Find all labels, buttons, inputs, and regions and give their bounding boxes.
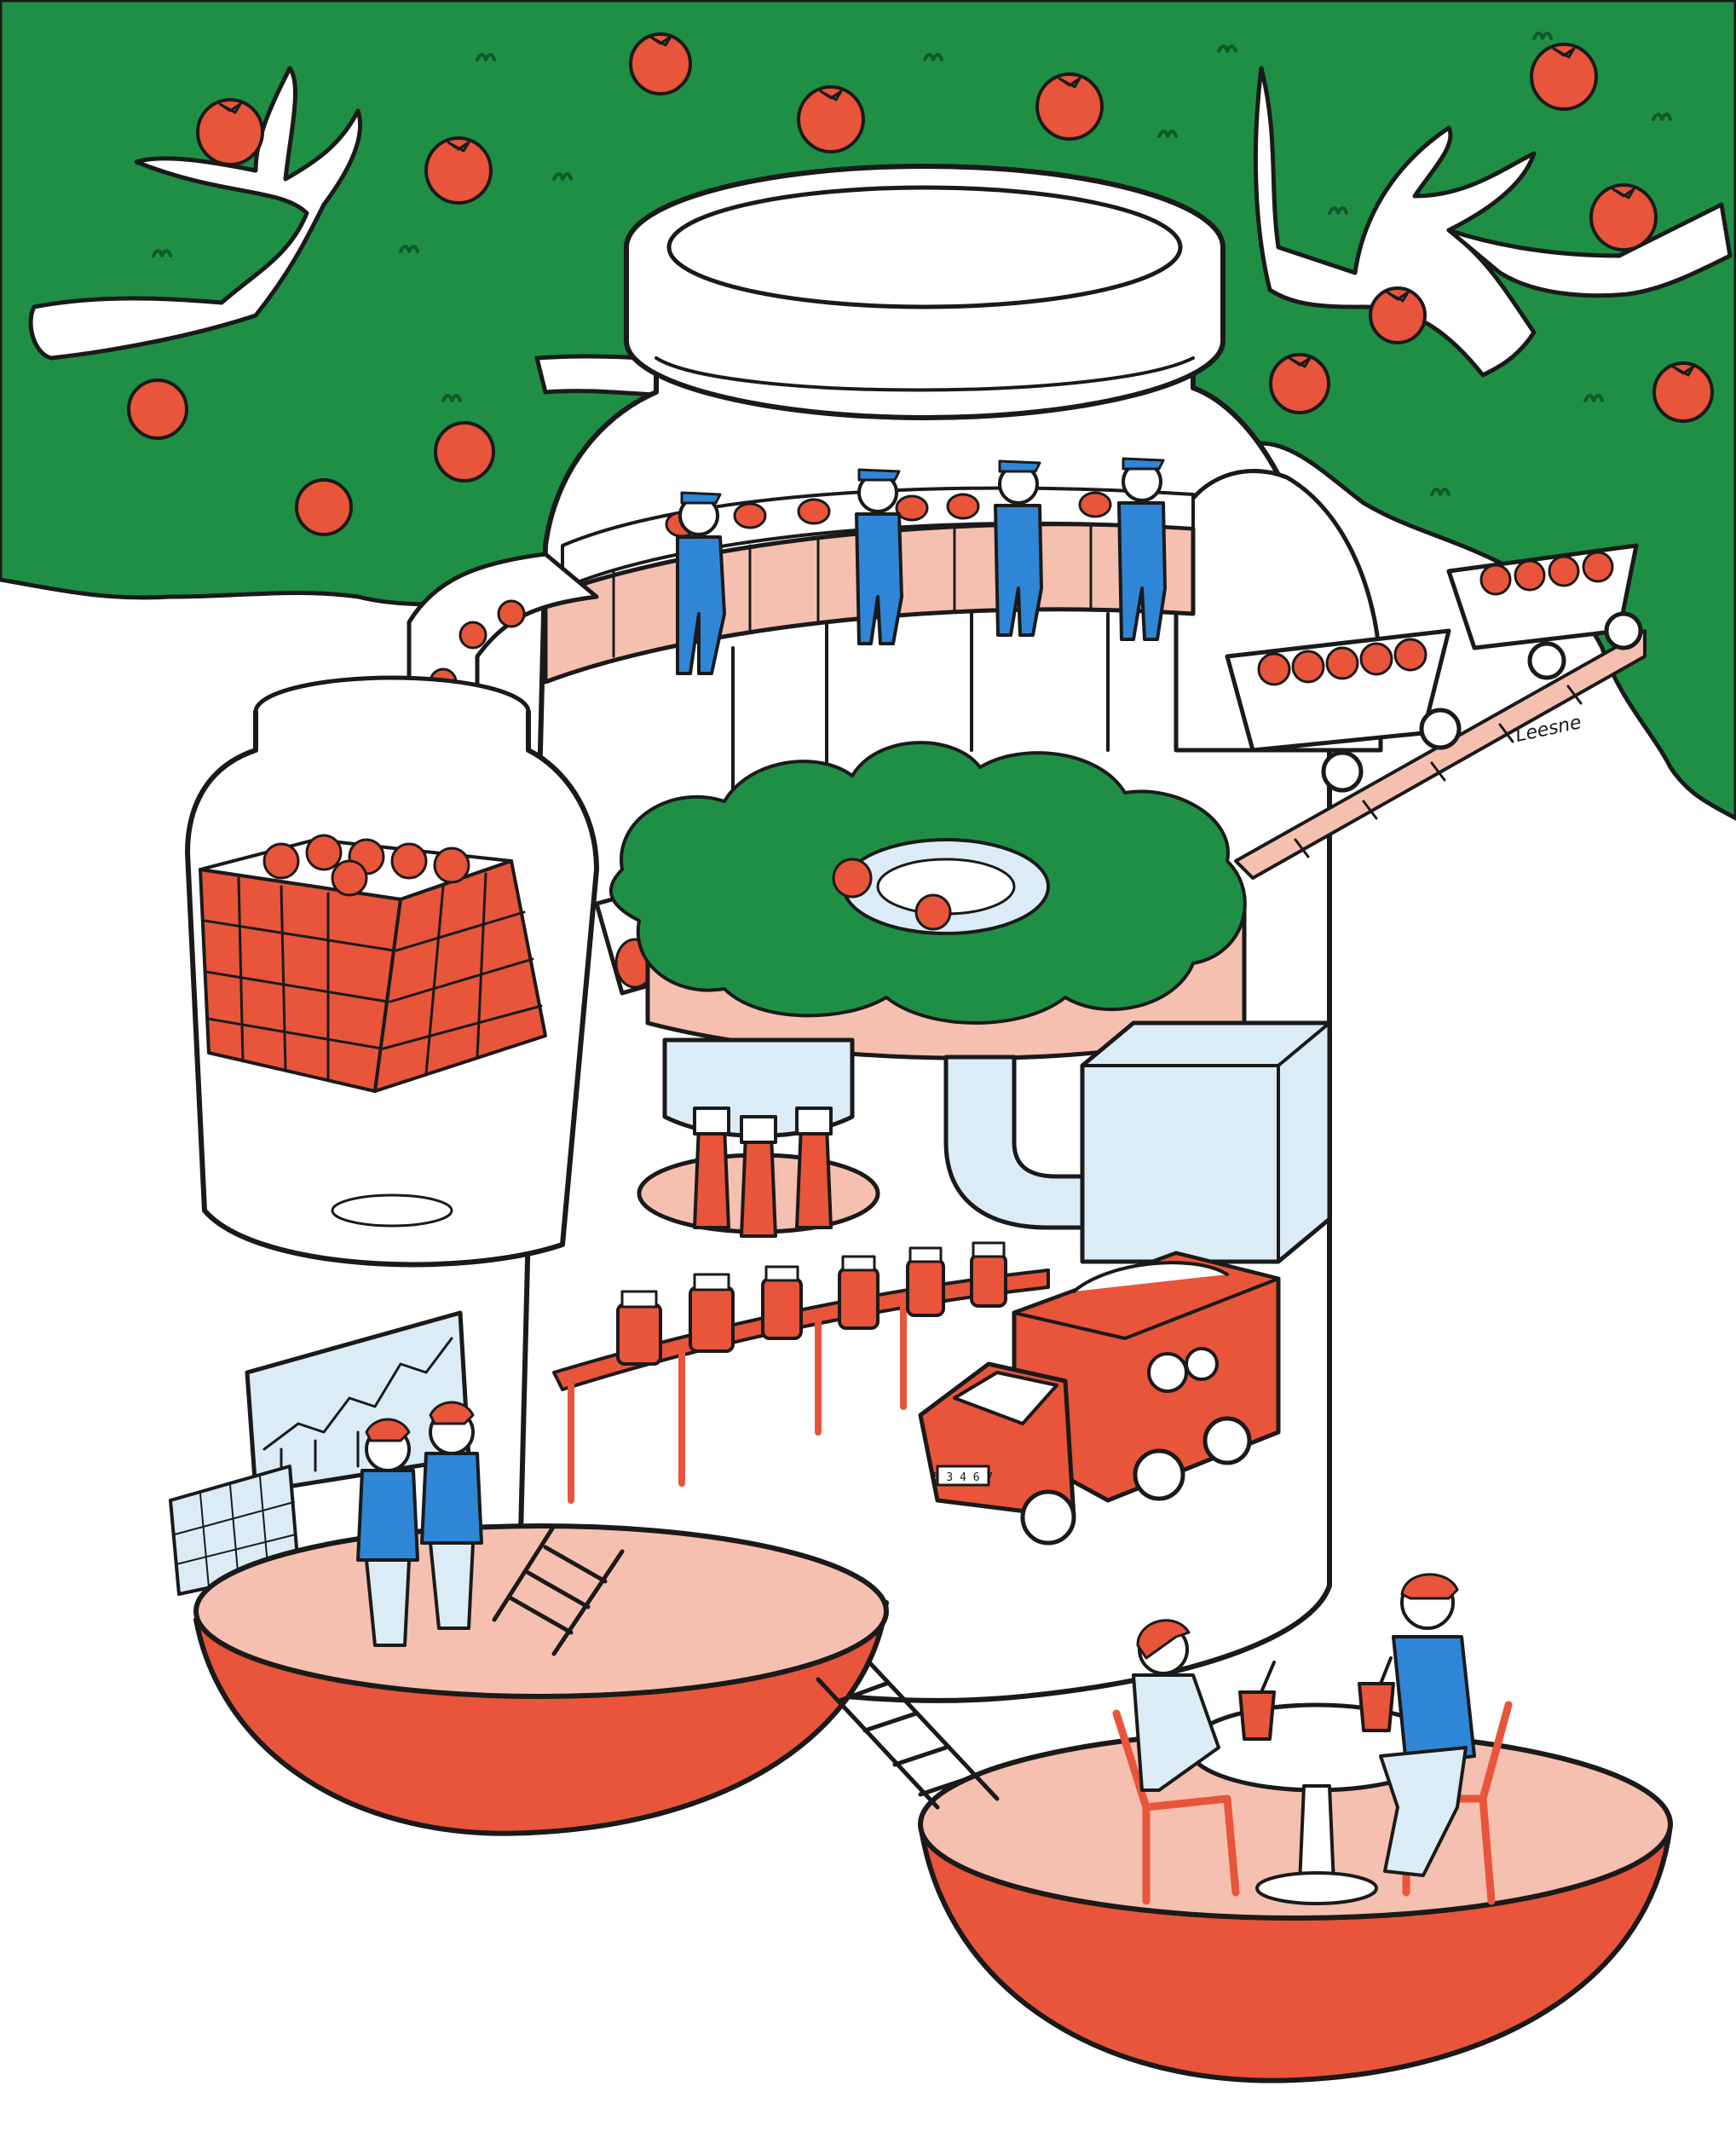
delivery-truck: 5 3 4 6 7 (918, 1251, 1281, 1546)
analyst-1 (356, 1418, 419, 1647)
canopy-tomatoes (127, 32, 1714, 536)
rail-track (1234, 629, 1647, 880)
cafe-guests (1132, 1573, 1476, 1877)
left-ladder (492, 1523, 625, 1656)
cooling-unit (1080, 1020, 1332, 1264)
tomato-cart-back (1446, 543, 1643, 680)
cafe-table (1186, 1656, 1447, 1905)
cafe-ladder (816, 1660, 1000, 1810)
tree-branches (28, 66, 1733, 399)
worker-4 (1117, 457, 1167, 641)
deck-supports (731, 612, 1110, 803)
worker-1 (676, 491, 726, 675)
grass-tufts (152, 32, 1672, 496)
worker-3 (994, 459, 1043, 637)
worker-2 (855, 468, 903, 645)
conveyor-workers (676, 457, 1167, 675)
truck-plate: 5 3 4 6 7 (933, 1471, 993, 1484)
tomato-cart-front (1225, 628, 1462, 793)
jar-shelf (552, 1241, 1050, 1504)
guest-woman (1132, 1619, 1220, 1792)
guest-man (1379, 1573, 1476, 1877)
sauce-jars (616, 1241, 1007, 1366)
truck-logo-tomatoes (1147, 1347, 1219, 1393)
right-bowl-platform (918, 1728, 1673, 2083)
bush-garden (608, 741, 1247, 1060)
left-bowl-platform (193, 1523, 889, 1836)
juice-glasses (1238, 1682, 1395, 1741)
basket-jar (185, 675, 599, 1268)
truck-wheels (1020, 1416, 1252, 1546)
canopy-tomato-stems (218, 35, 1695, 377)
analysts (356, 1401, 483, 1647)
analyst-2 (420, 1401, 483, 1630)
bottling-station (637, 1037, 880, 1238)
